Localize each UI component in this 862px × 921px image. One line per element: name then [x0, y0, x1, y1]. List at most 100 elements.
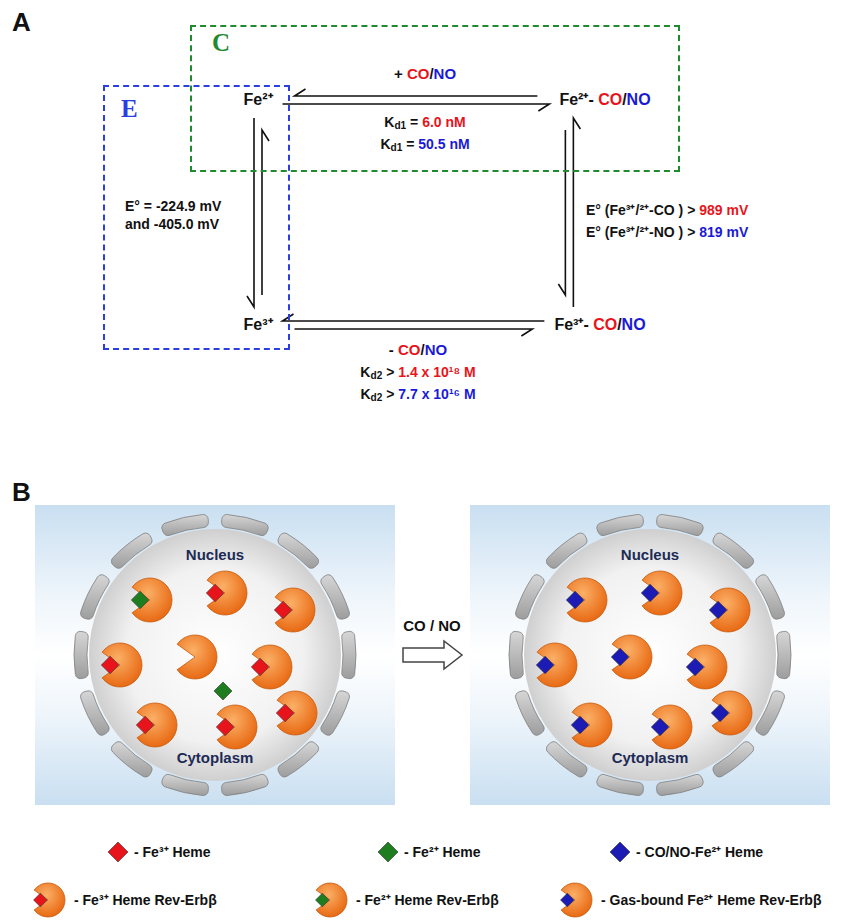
- cell-panel: NucleusCytoplasm: [470, 505, 830, 805]
- nuclear-envelope: [597, 774, 644, 795]
- reaction-connector: [283, 89, 550, 111]
- edge-label: + CO/NO: [394, 64, 456, 84]
- text-run: =: [402, 136, 418, 152]
- species-label: Fe²⁺- CO/NO: [559, 90, 650, 110]
- heme-species: Fe³⁺: [240, 313, 277, 337]
- text-run: Nucleus: [621, 546, 679, 563]
- text-run: E° (Fe³⁺/²⁺-NO ) >: [586, 224, 699, 240]
- text-run: 6.0 nM: [422, 114, 466, 130]
- nuclear-envelope: [278, 742, 319, 777]
- value-label: E° (Fe³⁺/²⁺-NO ) > 819 mV: [586, 223, 748, 241]
- reaction-connector: [247, 118, 269, 307]
- legend-text: - Fe³⁺ Heme: [134, 843, 211, 861]
- rev-erb-protein: [612, 635, 652, 679]
- heme-diamond: [561, 893, 575, 907]
- value-label: Kd1 = 50.5 nM: [380, 135, 469, 158]
- block-arrow: [403, 641, 462, 669]
- species-label: Fe³⁺: [244, 315, 273, 335]
- rev-erb-protein: [102, 643, 142, 687]
- rev-erb-protein: [132, 578, 172, 622]
- nuclear-envelope: [756, 575, 785, 619]
- equilibrium-arrow: [247, 118, 254, 307]
- heme-diamond: [566, 591, 584, 609]
- legend-entry: - Fe³⁺ Heme: [134, 843, 211, 861]
- legend-swatches: [34, 842, 630, 917]
- heme-diamond: [611, 648, 629, 666]
- nuclear-envelope: [342, 631, 356, 678]
- edge-label-box: CO / NO: [403, 616, 461, 636]
- legend-entry: - Fe²⁺ Heme Rev-Erbβ: [356, 891, 499, 909]
- text-run: -: [389, 341, 398, 358]
- text-run: 989 mV: [699, 202, 748, 218]
- cell-panel: NucleusCytoplasm: [35, 505, 395, 805]
- text-run: Cytoplasm: [177, 749, 254, 766]
- region-letter: C: [212, 29, 230, 57]
- legend-entry: - Gas-bound Fe²⁺ Heme Rev-Erbβ: [601, 891, 821, 909]
- nuclear-envelope: [713, 742, 754, 777]
- value-label: Kd1 = 6.0 nM: [384, 113, 465, 136]
- nuclear-envelope: [111, 533, 152, 568]
- rev-erb-protein: [537, 643, 577, 687]
- edge-label: CO / NO: [403, 616, 461, 636]
- heme-diamond: [571, 716, 589, 734]
- nuclear-envelope: [713, 533, 754, 568]
- rev-erb-protein: [567, 578, 607, 622]
- text-run: 1.4 x 10¹⁸ M: [398, 364, 475, 380]
- rev-erb-protein: [217, 705, 257, 749]
- heme-diamond: [34, 893, 48, 907]
- heme-diamond: [251, 658, 269, 676]
- panel-letter-box: B: [12, 477, 31, 507]
- nuclear-envelope: [756, 691, 785, 735]
- text-run: B: [12, 477, 31, 507]
- text-run: +: [394, 65, 407, 82]
- legend-entry: - Fe²⁺ Heme: [404, 843, 481, 861]
- legend-text: - Fe²⁺ Heme: [404, 843, 481, 861]
- region-letter: E: [121, 95, 138, 123]
- text-run: CO: [593, 316, 617, 333]
- reaction-connector: [283, 314, 545, 336]
- value-label-box: Kd1 = 50.5 nM: [380, 135, 469, 158]
- text-run: /: [429, 65, 433, 82]
- rev-erb-protein: [710, 588, 750, 632]
- text-run: 819 mV: [699, 224, 748, 240]
- heme-diamond: [641, 584, 659, 602]
- edge-label-box: + CO/NO: [394, 64, 456, 84]
- edge-label: E° = -224.9 mV and -405.0 mV: [125, 197, 237, 233]
- text-run: K: [384, 114, 394, 130]
- text-run: /: [421, 341, 425, 358]
- nuclear-envelope: [278, 533, 319, 568]
- text-run: =: [406, 114, 422, 130]
- value-label-box: E° (Fe³⁺/²⁺-NO ) > 819 mV: [586, 223, 748, 241]
- rev-erb-protein: [34, 883, 65, 917]
- species-label: Fe³⁺- CO/NO: [554, 315, 645, 335]
- text-run: C: [212, 29, 230, 56]
- nucleus-body: [89, 529, 341, 781]
- legend-text: - CO/NO-Fe²⁺ Heme: [636, 843, 763, 861]
- value-label: Kd2 > 7.7 x 10¹⁶ M: [360, 385, 475, 408]
- edge-label-box: E° (Fe³⁺/²⁺-CO ) > 989 mV: [586, 201, 748, 219]
- legend-text: - Fe³⁺ Heme Rev-Erbβ: [74, 891, 217, 909]
- rev-erb-protein: [275, 588, 315, 632]
- legend-sample: [378, 842, 398, 862]
- legend-sample: [316, 883, 347, 917]
- text-run: >: [382, 386, 398, 402]
- text-run: Fe²⁺: [244, 91, 273, 108]
- compartment-label: Cytoplasm: [612, 749, 689, 767]
- nuclear-envelope: [222, 515, 269, 536]
- heme-diamond: [316, 893, 330, 907]
- rev-erb-protein: [642, 571, 682, 615]
- legend-text: - Fe²⁺ Heme Rev-Erbβ: [356, 891, 499, 909]
- heme-species: Fe³⁺- CO/NO: [550, 313, 649, 337]
- nuclear-envelope: [222, 774, 269, 795]
- rev-erb-protein: [277, 691, 317, 735]
- value-label: Kd2 > 1.4 x 10¹⁸ M: [360, 363, 475, 386]
- nuclear-envelope: [516, 575, 545, 619]
- rev-erb-protein: [137, 703, 177, 747]
- text-run: E° = -224.9 mV and -405.0 mV: [125, 198, 221, 232]
- compartment-label: Cytoplasm: [177, 749, 254, 767]
- text-run: NO: [434, 65, 457, 82]
- value-label-box: Kd2 > 1.4 x 10¹⁸ M: [360, 363, 475, 386]
- edge-label-box: - CO/NO: [389, 340, 447, 360]
- text-run: /: [617, 316, 621, 333]
